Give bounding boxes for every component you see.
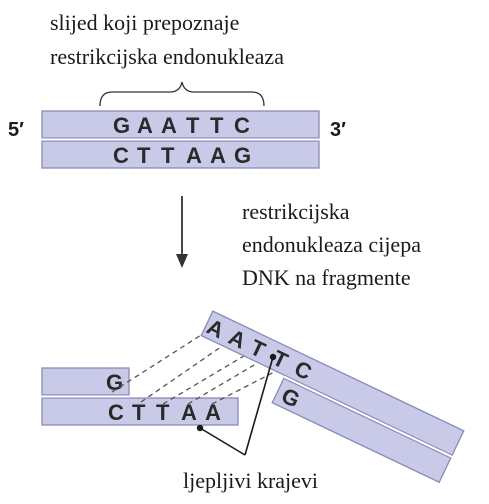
caption-top-line-1: slijed koji prepoznaje bbox=[50, 10, 239, 35]
top-base: C bbox=[234, 113, 250, 138]
left-bottom-base: C bbox=[108, 400, 124, 425]
caption-right-line-1: restrikcijska bbox=[242, 199, 350, 224]
down-arrow-icon bbox=[176, 196, 188, 268]
caption-right-line-2: endonukleaza cijepa bbox=[242, 232, 421, 257]
top-base: A bbox=[161, 113, 177, 138]
bottom-base: G bbox=[234, 143, 251, 168]
recognition-brace bbox=[100, 82, 264, 106]
bottom-base: T bbox=[137, 143, 151, 168]
top-base: T bbox=[210, 113, 224, 138]
intact-dna bbox=[42, 111, 319, 168]
caption-sticky-ends: ljepljivi krajevi bbox=[183, 468, 318, 493]
end-label-5prime: 5′ bbox=[8, 119, 24, 141]
top-base: A bbox=[137, 113, 153, 138]
left-top-base: G bbox=[106, 370, 123, 395]
bottom-base: T bbox=[161, 143, 175, 168]
bottom-base: A bbox=[186, 143, 202, 168]
caption-right-line-3: DNK na fragmente bbox=[242, 265, 411, 290]
bottom-base: A bbox=[210, 143, 226, 168]
right-fragment: A A T T C G bbox=[188, 311, 463, 482]
caption-top-line-2: restrikcijska endonukleaza bbox=[50, 44, 284, 69]
top-base: G bbox=[113, 113, 130, 138]
end-label-3prime: 3′ bbox=[330, 119, 346, 141]
top-base: T bbox=[186, 113, 200, 138]
left-bottom-base: T bbox=[132, 400, 146, 425]
bottom-base: C bbox=[113, 143, 129, 168]
